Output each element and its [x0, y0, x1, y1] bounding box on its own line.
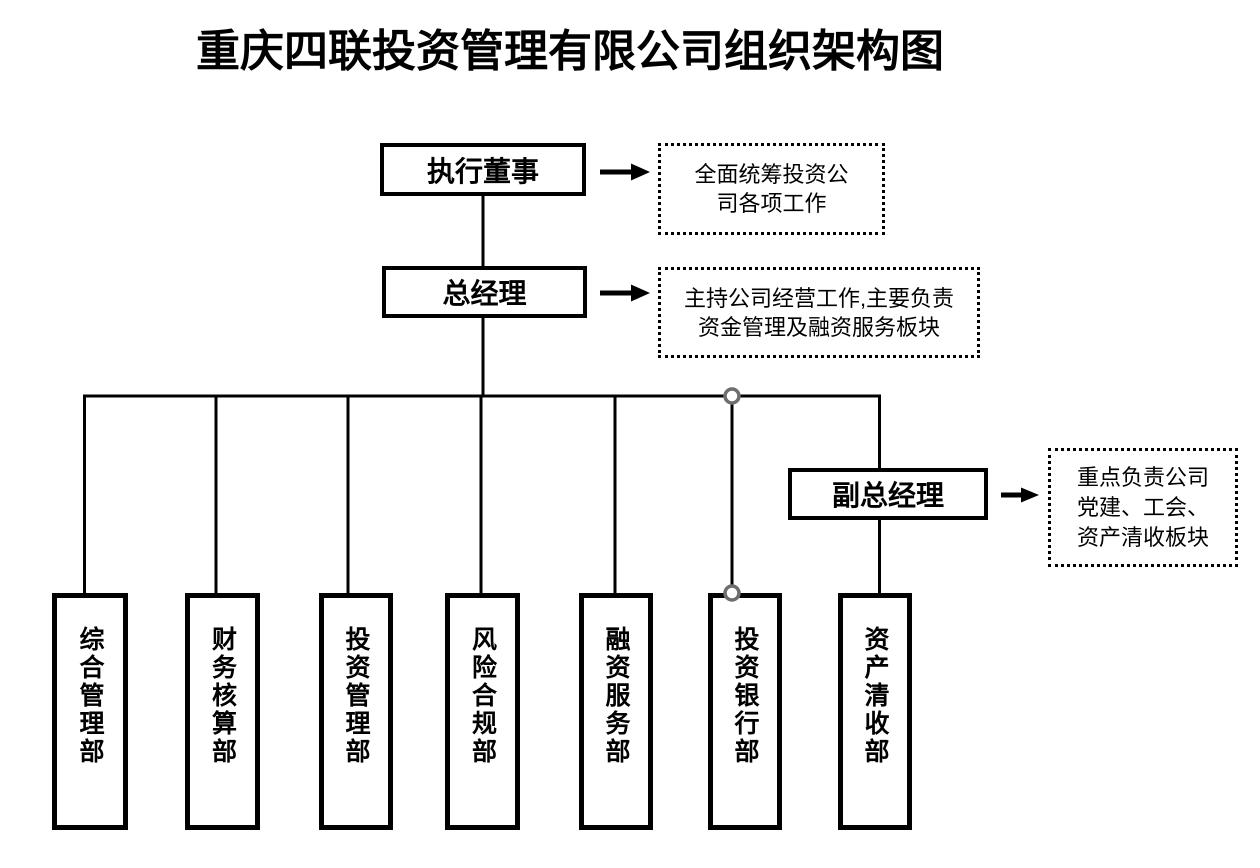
- dept-box-risk-compliance: 风险合规部: [445, 593, 520, 830]
- executive-director-label: 执行董事: [426, 155, 539, 187]
- dept-box-financial-accounting: 财务核算部: [185, 593, 260, 830]
- connector-node-circle: [723, 387, 741, 405]
- dept-label: 融资服务部: [602, 626, 630, 766]
- dept-label: 资产清收部: [861, 626, 889, 766]
- dept-label: 综合管理部: [76, 626, 104, 766]
- dept-label: 风险合规部: [468, 626, 497, 766]
- connector-node-circle: [723, 584, 741, 602]
- dept-box-general-management: 综合管理部: [52, 593, 128, 830]
- executive-director-note-box: 全面统筹投资公 司各项工作: [658, 143, 885, 235]
- dept-label: 财务核算部: [208, 626, 237, 766]
- dept-box-asset-recovery: 资产清收部: [838, 593, 912, 830]
- general-manager-note-box: 主持公司经营工作,主要负责 资金管理及融资服务板块: [658, 267, 980, 358]
- general-manager-label: 总经理: [442, 278, 527, 309]
- page-title: 重庆四联投资管理有限公司组织架构图: [196, 27, 944, 76]
- deputy-general-manager-label: 副总经理: [831, 480, 944, 511]
- dept-label: 投资银行部: [731, 626, 759, 766]
- dept-box-investment-management: 投资管理部: [319, 593, 393, 830]
- dept-box-financing-services: 融资服务部: [579, 593, 653, 830]
- arrow-head-icon: [631, 163, 650, 181]
- deputy-general-manager-box: 副总经理: [788, 468, 988, 520]
- arrow-head-icon: [631, 284, 650, 302]
- general-manager-box: 总经理: [382, 266, 587, 318]
- dept-box-investment-banking: 投资银行部: [708, 593, 782, 830]
- arrow-head-icon: [1021, 487, 1039, 503]
- dept-label: 投资管理部: [342, 626, 370, 766]
- deputy-general-manager-note-box: 重点负责公司 党建、工会、 资产清收板块: [1048, 448, 1238, 567]
- executive-director-box: 执行董事: [380, 143, 586, 196]
